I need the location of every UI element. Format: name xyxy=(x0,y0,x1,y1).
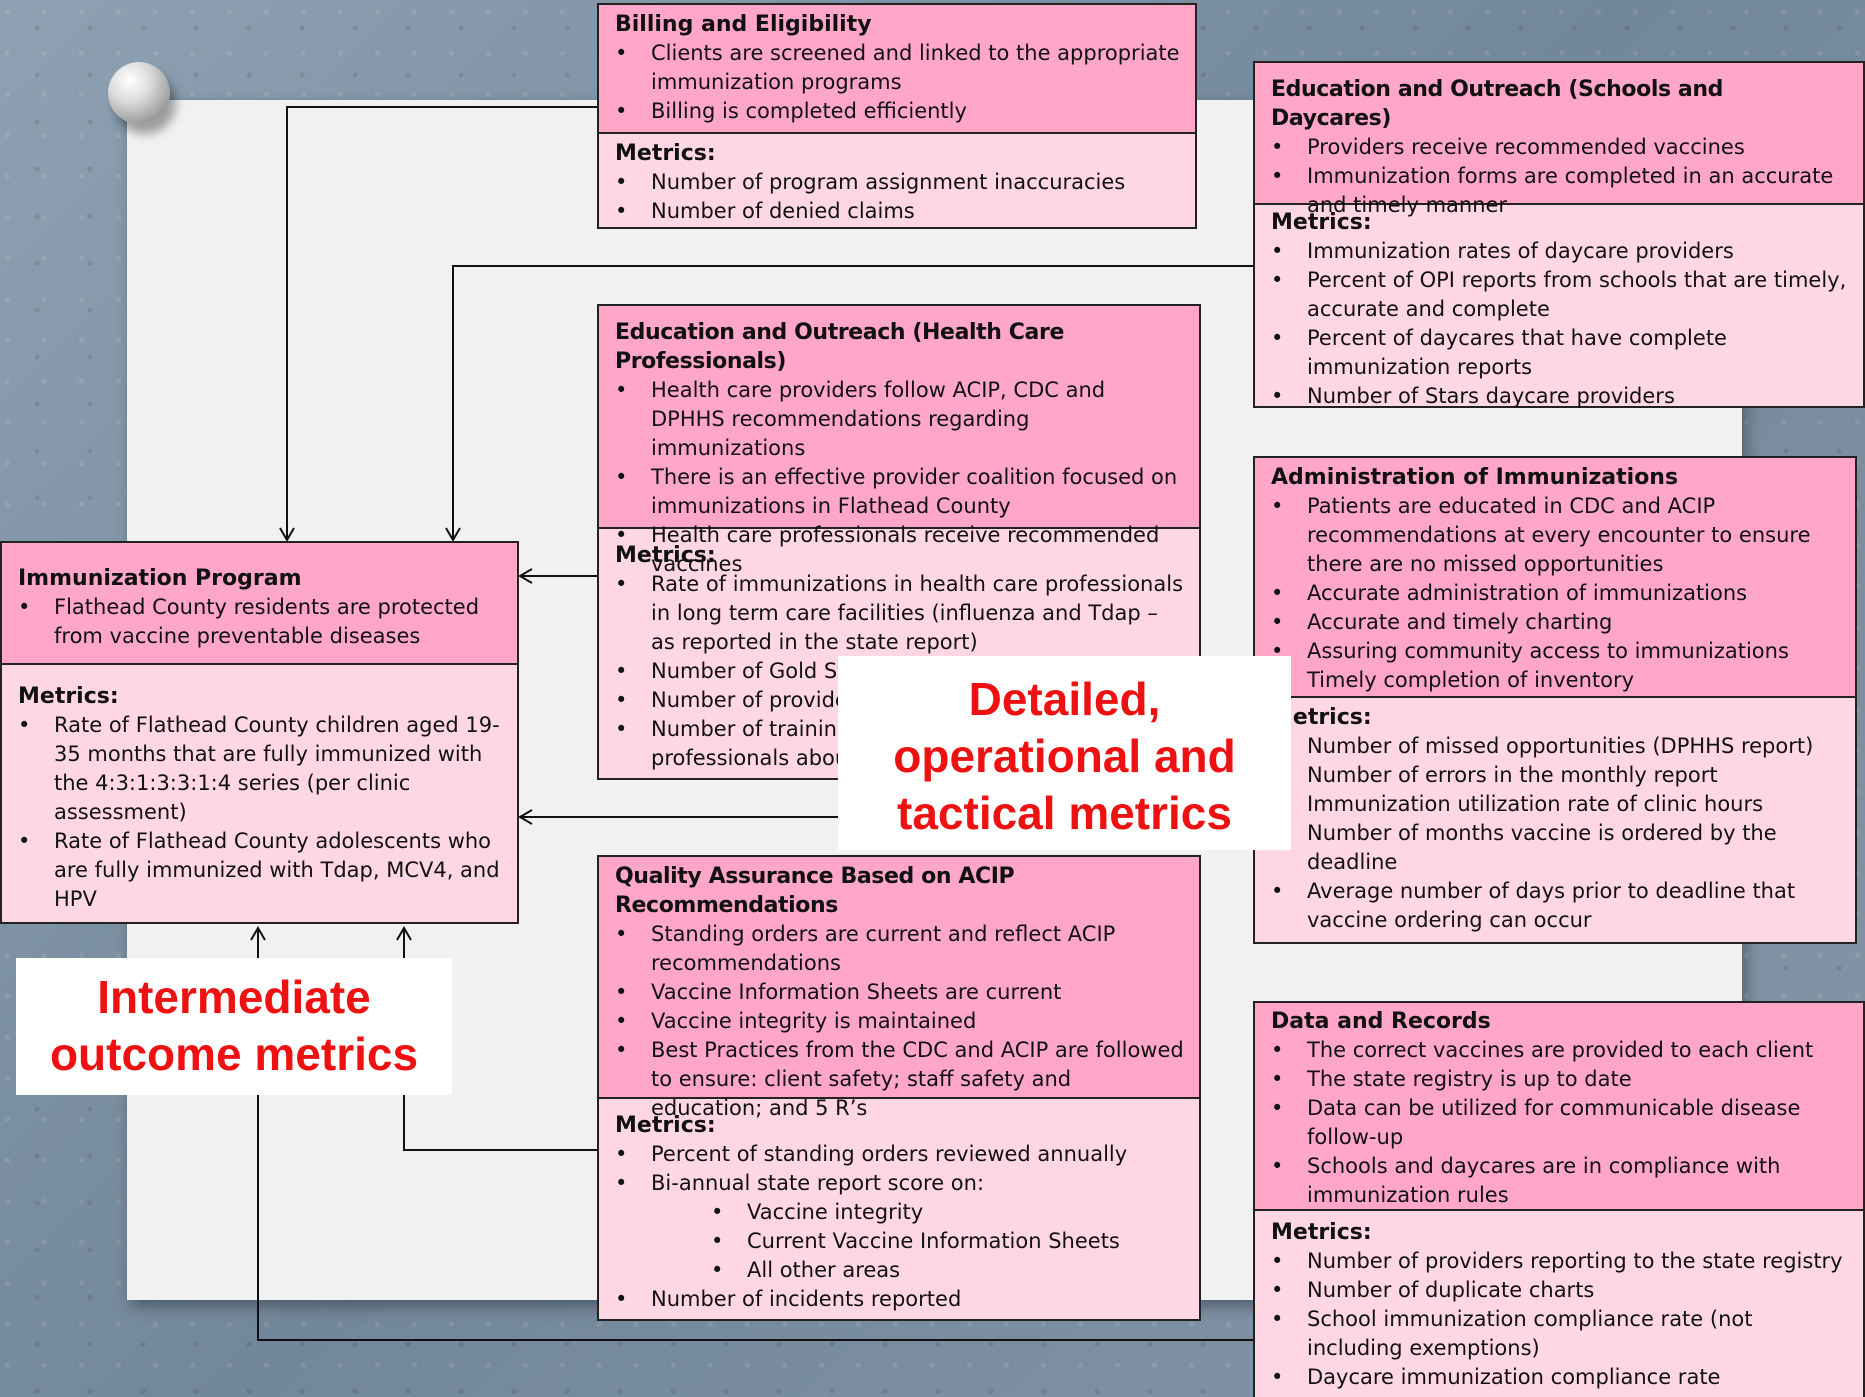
qa-sub-metric: Current Vaccine Information Sheets xyxy=(615,1227,1185,1256)
records-metrics-label: Metrics: xyxy=(1271,1220,1372,1245)
records-title: Data and Records xyxy=(1271,1009,1491,1034)
billing-metrics-label: Metrics: xyxy=(615,141,716,166)
qa-goal: Best Practices from the CDC and ACIP are… xyxy=(615,1036,1185,1123)
hcp-goal-section: Education and Outreach (Health Care Prof… xyxy=(599,306,1199,576)
admin-metric: Immunization utilization rate of clinic … xyxy=(1271,790,1841,819)
qa-metric: Number of incidents reported xyxy=(615,1285,1185,1314)
qa-sub-metric: All other areas xyxy=(615,1256,1185,1285)
hcp-metric: Number of provide xyxy=(615,686,1185,715)
callout-line: outcome metrics xyxy=(49,1028,419,1080)
admin-metrics-label: Metrics: xyxy=(1271,705,1372,730)
qa-goal: Vaccine Information Sheets are current xyxy=(615,978,1185,1007)
billing-metric: Number of program assignment inaccuracie… xyxy=(615,168,1181,197)
hcp-goal: Health care professionals receive recomm… xyxy=(615,521,1185,579)
quality-assurance-box: Quality Assurance Based on ACIP Recommen… xyxy=(597,855,1201,1321)
records-metric: Number of duplicate charts xyxy=(1271,1276,1849,1305)
schools-goal: Providers receive recommended vaccines xyxy=(1271,133,1849,162)
admin-title: Administration of Immunizations xyxy=(1271,465,1679,490)
intermediate-metrics-callout: Intermediate outcome metrics xyxy=(16,958,452,1095)
detailed-metrics-callout: Detailed, operational and tactical metri… xyxy=(838,656,1291,850)
schools-metric: Number of Stars daycare providers xyxy=(1271,382,1849,411)
admin-goal: Assuring community access to immunizatio… xyxy=(1271,637,1841,666)
admin-metric: Number of errors in the monthly report xyxy=(1271,761,1841,790)
hcp-metric: Rate of immunizations in health care pro… xyxy=(615,570,1185,657)
admin-metrics-section: Metrics: Number of missed opportunities … xyxy=(1255,698,1855,942)
program-goal-section: Immunization Program Flathead County res… xyxy=(2,543,517,665)
billing-goal-section: Billing and Eligibility Clients are scre… xyxy=(599,5,1195,134)
admin-goal: Timely completion of inventory xyxy=(1271,666,1841,695)
schools-goal-section: Education and Outreach (Schools and Dayc… xyxy=(1255,63,1863,217)
callout-line: tactical metrics xyxy=(897,787,1232,839)
billing-eligibility-box: Billing and Eligibility Clients are scre… xyxy=(597,3,1197,229)
billing-metric: Number of denied claims xyxy=(615,197,1181,226)
qa-metrics-section: Metrics: Percent of standing orders revi… xyxy=(599,1099,1199,1319)
admin-metric: Number of missed opportunities (DPHHS re… xyxy=(1271,732,1841,761)
program-title: Immunization Program xyxy=(18,566,302,591)
hcp-metric: Number of training professionals abou xyxy=(615,715,851,773)
admin-goal: Patients are educated in CDC and ACIP re… xyxy=(1271,492,1841,579)
program-metric: Rate of Flathead County children aged 19… xyxy=(18,711,503,827)
hcp-title: Education and Outreach (Health Care Prof… xyxy=(615,320,1064,374)
immunization-program-box: Immunization Program Flathead County res… xyxy=(0,541,519,924)
hcp-goal: There is an effective provider coalition… xyxy=(615,463,1185,521)
billing-goal: Clients are screened and linked to the a… xyxy=(615,39,1181,97)
billing-goal: Billing is completed efficiently xyxy=(615,97,1181,126)
admin-goal: Accurate and timely charting xyxy=(1271,608,1841,637)
schools-metric: Percent of daycares that have complete i… xyxy=(1271,324,1849,382)
qa-goal: Vaccine integrity is maintained xyxy=(615,1007,1185,1036)
qa-metric: Bi-annual state report score on: xyxy=(615,1169,1185,1198)
program-goal: Flathead County residents are protected … xyxy=(18,593,503,651)
billing-title: Billing and Eligibility xyxy=(615,12,872,37)
qa-metric: Percent of standing orders reviewed annu… xyxy=(615,1140,1185,1169)
administration-box: Administration of Immunizations Patients… xyxy=(1253,456,1857,944)
qa-title: Quality Assurance Based on ACIP Recommen… xyxy=(615,864,1015,918)
records-goal: Data can be utilized for communicable di… xyxy=(1271,1094,1849,1152)
callout-line: operational and xyxy=(893,730,1236,782)
qa-goal-section: Quality Assurance Based on ACIP Recommen… xyxy=(599,857,1199,1120)
admin-metric: Number of months vaccine is ordered by t… xyxy=(1271,819,1841,877)
records-metrics-section: Metrics: Number of providers reporting t… xyxy=(1255,1211,1863,1397)
schools-title: Education and Outreach (Schools and Dayc… xyxy=(1271,77,1723,131)
qa-sub-metric: Vaccine integrity xyxy=(615,1198,1185,1227)
admin-metric: Average number of days prior to deadline… xyxy=(1271,877,1841,935)
hcp-goal: Health care providers follow ACIP, CDC a… xyxy=(615,376,1185,463)
education-schools-box: Education and Outreach (Schools and Dayc… xyxy=(1253,61,1865,411)
callout-line: Detailed, xyxy=(968,673,1161,725)
pushpin-icon xyxy=(108,62,170,124)
records-metric: School immunization compliance rate (not… xyxy=(1271,1305,1849,1363)
qa-goal: Standing orders are current and reflect … xyxy=(615,920,1185,978)
records-metric: Daycare immunization compliance rate xyxy=(1271,1363,1849,1392)
admin-goal-section: Administration of Immunizations Patients… xyxy=(1255,458,1855,698)
records-metric: Number of providers reporting to the sta… xyxy=(1271,1247,1849,1276)
data-records-box: Data and Records The correct vaccines ar… xyxy=(1253,1001,1865,1397)
connector-billing-to-program xyxy=(279,106,598,542)
billing-metrics-section: Metrics: Number of program assignment in… xyxy=(599,134,1195,227)
admin-goal: Accurate administration of immunizations xyxy=(1271,579,1841,608)
records-goal: The correct vaccines are provided to eac… xyxy=(1271,1036,1849,1065)
records-goal-section: Data and Records The correct vaccines ar… xyxy=(1255,1003,1863,1211)
schools-goal: Immunization forms are completed in an a… xyxy=(1271,162,1849,220)
program-metric: Rate of Flathead County adolescents who … xyxy=(18,827,503,914)
connector-schools-to-program xyxy=(445,265,1254,542)
callout-line: Intermediate xyxy=(97,971,371,1023)
records-goal: The state registry is up to date xyxy=(1271,1065,1849,1094)
program-metrics-label: Metrics: xyxy=(18,684,119,709)
schools-metric: Percent of OPI reports from schools that… xyxy=(1271,266,1849,324)
hcp-metric: Number of Gold St xyxy=(615,657,1185,686)
program-metrics-section: Metrics: Rate of Flathead County childre… xyxy=(2,665,517,922)
records-goal: Schools and daycares are in compliance w… xyxy=(1271,1152,1849,1210)
schools-metric: Immunization rates of daycare providers xyxy=(1271,237,1849,266)
schools-metrics-section: Metrics: Immunization rates of daycare p… xyxy=(1255,205,1863,411)
